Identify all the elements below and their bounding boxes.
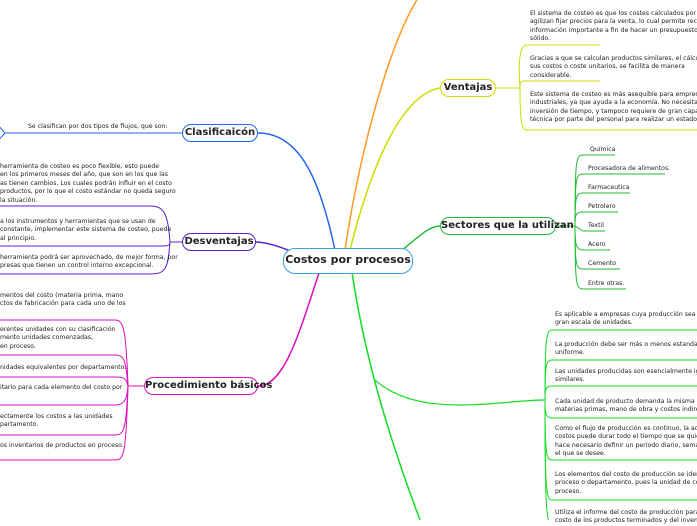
link-clasificacion (257, 132, 336, 251)
link-ventajas (349, 87, 441, 251)
sector-item: Procesadora de alimentos. (588, 165, 671, 172)
caracteristica-item: La producción debe ser más o menos estan… (555, 341, 697, 357)
sector-item: Farmaceutica (588, 184, 630, 191)
desventajas-item: herramienta de costeo es poco flexible, … (0, 163, 176, 204)
procedimiento-item: itario para cada elemento del costo por (0, 384, 123, 391)
caracteristica-item: Los elementos del costo de producción se… (555, 471, 697, 495)
sector-item: Entre otras. (588, 280, 625, 287)
link-caracteristicas (351, 271, 421, 520)
branch-procedimiento[interactable]: Procedimiento básicos (144, 377, 272, 395)
branch-clasificacion[interactable]: Clasificaicón (182, 124, 258, 142)
desventajas-item: herramienta podrá ser aprovechado, de me… (0, 254, 178, 270)
procedimiento-item: os inventarios de productos en proceso. (0, 442, 124, 449)
caracteristica-item: Como el flujo de producción es continuo,… (555, 425, 697, 458)
sector-item: Química (590, 146, 616, 153)
sector-item: Petrolero (588, 203, 616, 210)
ventajas-item: Este sistema de costeo es más asequible … (530, 91, 697, 124)
sector-item: Cemento (588, 260, 617, 267)
branch-ventajas[interactable]: Ventajas (440, 79, 496, 97)
procedimiento-intro: mentos del costo (materia prima, mano ct… (0, 292, 126, 308)
caracteristica-item: Utiliza el informe del costo de producci… (555, 509, 697, 525)
caracteristica-item: Las unidades producidas son esencialment… (555, 368, 697, 384)
caracteristica-item: Cada unidad de producto demanda la misma… (555, 398, 697, 414)
central-topic[interactable]: Costos por procesos (283, 248, 413, 274)
link-top (344, 0, 418, 251)
link-sectores (399, 225, 441, 253)
procedimiento-item: ectamente los costos a las unidades part… (0, 413, 113, 429)
link-procedimiento (257, 269, 321, 387)
clasificacion-item: Se clasifican por dos tipos de flujos, q… (28, 123, 168, 130)
branch-desventajas[interactable]: Desventajas (182, 233, 256, 251)
branch-sectores[interactable]: Sectores que la utilizan (440, 217, 574, 235)
desventajas-item: a los instrumentos y herramientas que se… (0, 218, 172, 242)
ventajas-item: El sistema de costeo es que los costes c… (530, 10, 697, 43)
caracteristica-item: Es aplicable a empresas cuya producción … (555, 311, 696, 327)
procedimiento-item: erentes unidades con su clasificación me… (0, 326, 116, 350)
ventajas-item: Gracias a que se calculan productos simi… (530, 55, 697, 79)
sector-item: Textil (588, 222, 604, 229)
procedimiento-item: nidades equivalentes por departamento. (0, 364, 127, 371)
sector-item: Acero (588, 241, 606, 248)
